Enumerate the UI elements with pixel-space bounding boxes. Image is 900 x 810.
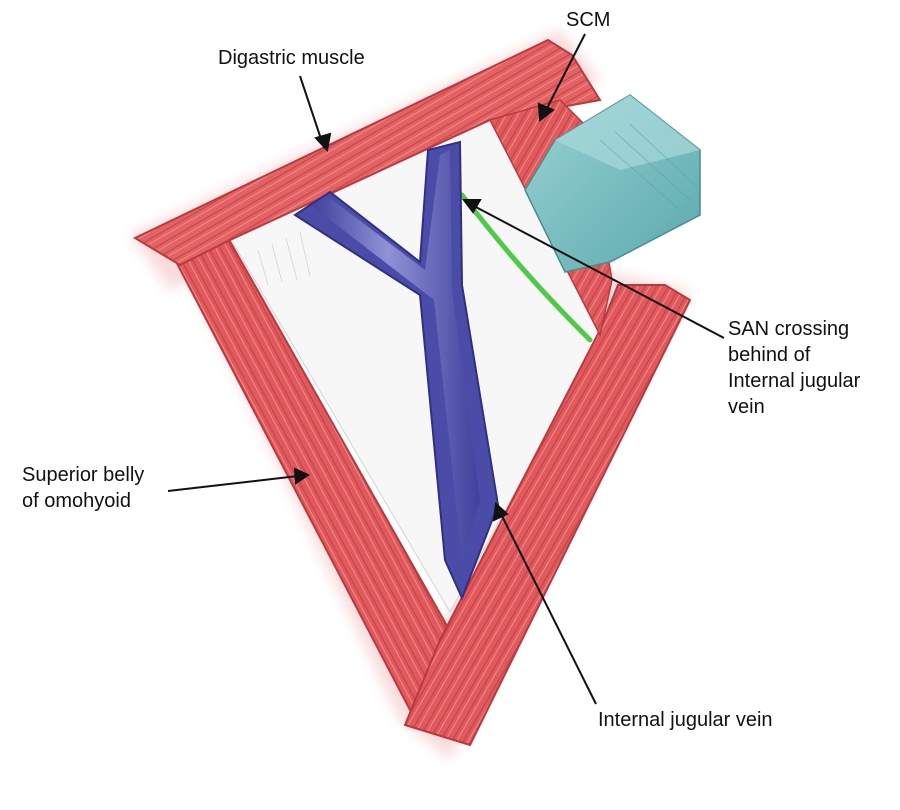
san-label-line-2: behind of	[728, 344, 811, 366]
internal-jugular-vein	[293, 140, 500, 601]
leader-lines	[167, 33, 725, 705]
digastric-muscle-label: Digastric muscle	[218, 47, 365, 69]
scm-label: SCM	[566, 9, 611, 31]
floor-texture	[257, 231, 311, 286]
omohyoid-label-line-1: Superior belly	[22, 464, 145, 486]
san-label-line-1: SAN crossing	[728, 318, 850, 340]
san-label-line-3: Internal jugular	[728, 370, 861, 392]
omohyoid-label-line-2: of omohyoid	[22, 490, 131, 512]
omohyoid-label: Superior belly of omohyoid	[22, 462, 144, 514]
san-label-line-4: vein	[728, 396, 765, 418]
internal-jugular-vein-label: Internal jugular vein	[598, 709, 773, 731]
scm-muscle	[524, 94, 701, 273]
san-crossing-label: SAN crossing behind of Internal jugular …	[728, 316, 860, 420]
